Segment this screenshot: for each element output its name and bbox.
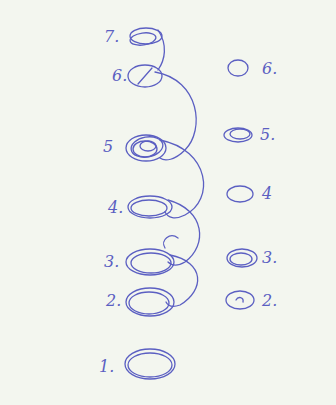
ellipse: [126, 288, 174, 316]
callout-number: 6.: [112, 68, 127, 84]
callout-number: 1.: [99, 359, 114, 375]
ellipse: [227, 186, 253, 202]
stroke: [138, 68, 152, 84]
ellipse: [128, 353, 172, 377]
ellipse: [230, 129, 250, 139]
loop: [155, 72, 196, 160]
ellipse: [228, 60, 248, 76]
ellipse: [130, 28, 162, 44]
ellipse: [226, 291, 254, 309]
callout-number: 2.: [106, 293, 121, 309]
ellipse: [128, 196, 172, 218]
callout-number: 3.: [262, 250, 277, 266]
callout-number: 5.: [260, 127, 275, 143]
loop: [158, 30, 164, 70]
ellipse: [230, 253, 252, 265]
callout-number: 4: [262, 186, 272, 202]
ellipse: [224, 128, 252, 142]
ellipse: [133, 141, 157, 157]
loop: [164, 236, 178, 248]
ellipse: [126, 135, 166, 161]
ellipse: [129, 292, 169, 314]
ellipse: [131, 253, 171, 273]
callout-number: 5: [103, 139, 113, 155]
ellipse: [125, 349, 175, 379]
ellipse: [131, 200, 167, 216]
ellipse: [126, 249, 174, 275]
ellipse: [227, 249, 257, 267]
ellipse: [130, 134, 165, 159]
ellipse: [140, 141, 156, 151]
stroke: [236, 298, 243, 302]
ellipse: [129, 31, 156, 47]
callout-number: 6.: [262, 61, 277, 77]
loop: [166, 255, 198, 306]
callout-number: 2.: [262, 293, 277, 309]
ellipse: [128, 65, 162, 87]
callout-number: 4.: [108, 200, 123, 216]
callout-number: 3.: [104, 254, 119, 270]
callout-number: 7.: [104, 29, 119, 45]
